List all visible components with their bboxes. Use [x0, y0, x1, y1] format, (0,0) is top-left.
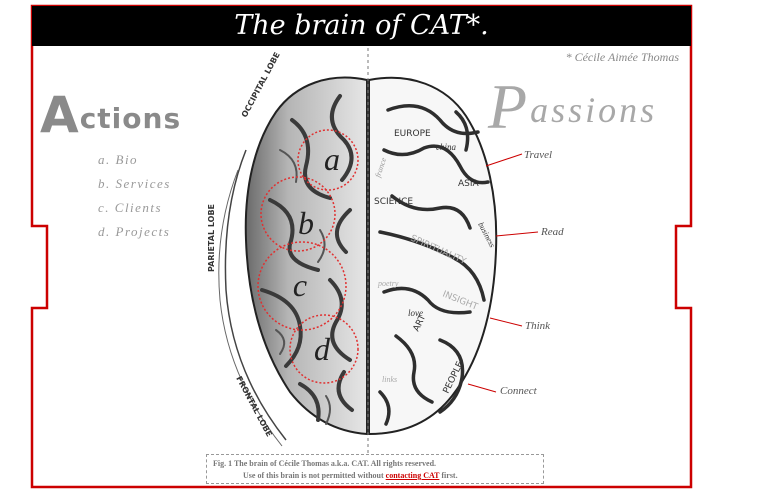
- region-b-circle: [260, 176, 336, 252]
- passion-link-travel[interactable]: Travel: [524, 149, 552, 161]
- contact-cat-link[interactable]: contacting CAT: [385, 471, 440, 480]
- occipital-lobe-label: OCCIPITAL LOBE: [240, 51, 282, 119]
- menu-item-services[interactable]: b. Services: [98, 176, 171, 191]
- passion-link-connect[interactable]: Connect: [500, 385, 538, 397]
- word-poetry: poetry: [377, 279, 399, 288]
- word-china: china: [436, 142, 456, 152]
- right-hemisphere: [368, 76, 498, 436]
- caption-line-2: Use of this brain is not permitted witho…: [213, 470, 537, 482]
- caption-line-2-end: first.: [439, 471, 458, 480]
- caption-line-2-text: Use of this brain is not permitted witho…: [243, 471, 386, 480]
- menu-item-bio[interactable]: a. Bio: [98, 152, 139, 167]
- figure-caption: Fig. 1 The brain of Cécile Thomas a.k.a.…: [206, 454, 544, 484]
- passions-pointers: [467, 153, 539, 393]
- menu-item-clients[interactable]: c. Clients: [98, 200, 163, 215]
- passion-link-think[interactable]: Think: [525, 320, 551, 332]
- left-hemisphere: [244, 76, 368, 436]
- word-love: love: [408, 308, 423, 318]
- actions-menu: a. Bio b. Services c. Clients d. Project…: [98, 152, 171, 248]
- left-gyri: [260, 94, 354, 422]
- word-asia: ASIA: [458, 179, 480, 189]
- region-c-link[interactable]: c: [257, 241, 347, 331]
- menu-item-projects[interactable]: d. Projects: [98, 224, 171, 239]
- region-d-letter: d: [314, 331, 331, 367]
- region-b-letter: b: [298, 205, 314, 241]
- parietal-lobe-label: PARIETAL LOBE: [207, 204, 216, 272]
- actions-heading-initial: A: [40, 86, 80, 144]
- region-a-circle: [297, 129, 359, 191]
- region-d-circle: [289, 314, 359, 384]
- region-a-link[interactable]: a: [297, 129, 359, 191]
- lobe-boundary-line-outer: [218, 169, 283, 447]
- word-europe: EUROPE: [394, 129, 431, 139]
- frontal-lobe-label: FRONTAL LOBE: [234, 375, 274, 439]
- region-d-link[interactable]: d: [289, 314, 359, 384]
- passions-heading: Passions: [488, 70, 657, 144]
- caption-line-1: Fig. 1 The brain of Cécile Thomas a.k.a.…: [213, 459, 437, 468]
- region-b-link[interactable]: b: [260, 176, 336, 252]
- left-gyri-light: [275, 149, 331, 425]
- region-a-letter: a: [324, 141, 340, 177]
- region-c-circle: [257, 241, 347, 331]
- page-title: The brain of CAT*.: [32, 6, 691, 46]
- actions-heading: Actions: [40, 86, 181, 144]
- author-credit: * Cécile Aimée Thomas: [565, 50, 679, 64]
- actions-heading-rest: ctions: [79, 102, 182, 135]
- word-links: links: [382, 375, 397, 384]
- lobe-boundary-line: [224, 149, 287, 441]
- region-c-letter: c: [293, 267, 307, 303]
- word-science: SCIENCE: [374, 197, 413, 207]
- right-gyri: [378, 104, 490, 426]
- passions-heading-rest: assions: [530, 90, 658, 130]
- passions-heading-initial: P: [488, 71, 531, 142]
- passion-link-read[interactable]: Read: [540, 226, 564, 238]
